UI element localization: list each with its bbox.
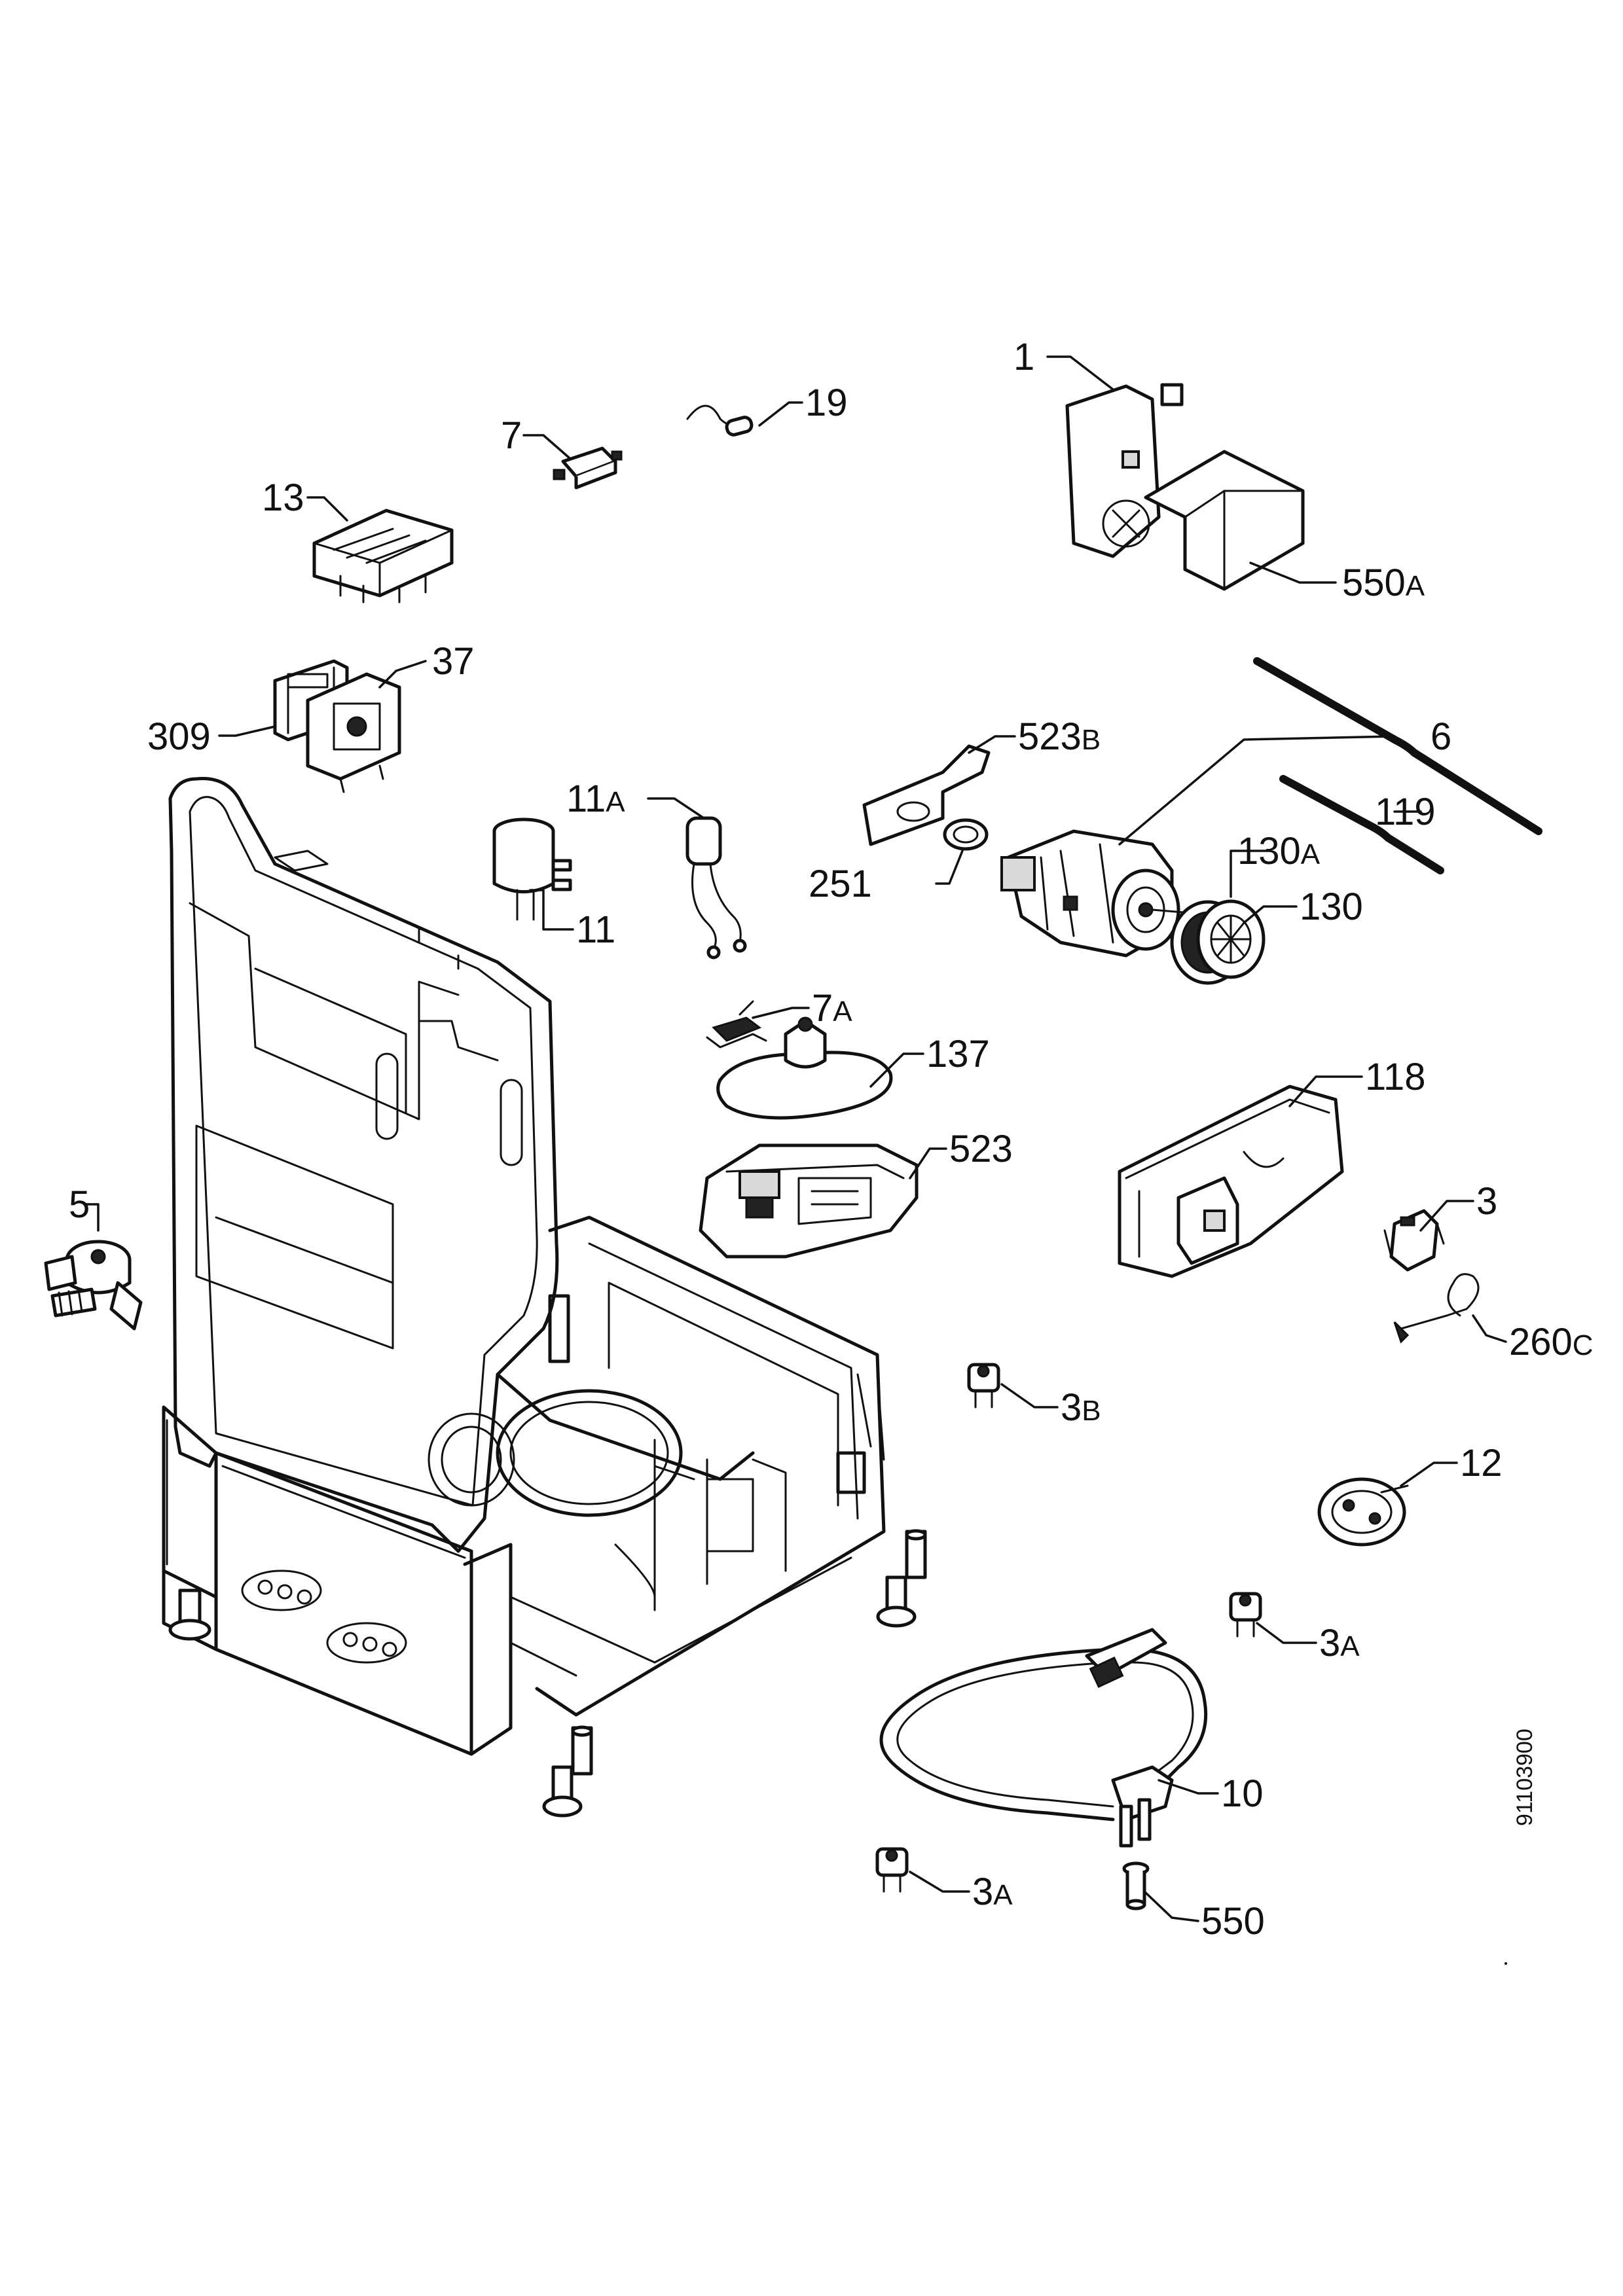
label-part-119: 119	[1375, 791, 1435, 833]
part-251-cap	[943, 818, 989, 851]
part-137-float	[716, 1016, 893, 1120]
part-3a-bushing-right	[1229, 1592, 1262, 1638]
label-part-11a: 11A	[566, 778, 625, 820]
part-labels: 1 19 7 13 550A 37 309 523B 6 11A 119 130…	[69, 336, 1594, 1943]
label-part-523b: 523B	[1018, 715, 1101, 758]
cabinet-frame	[162, 777, 927, 1818]
label-part-137: 137	[926, 1033, 990, 1075]
label-part-13: 13	[262, 476, 304, 519]
label-part-37: 37	[432, 640, 475, 683]
leader-lines	[84, 355, 1507, 1922]
label-part-19: 19	[805, 382, 848, 424]
label-part-3a-right: 3A	[1319, 1622, 1360, 1664]
part-19-sensor	[686, 404, 754, 437]
label-part-12: 12	[1460, 1442, 1503, 1484]
part-523-sump	[699, 1143, 919, 1259]
label-part-550: 550	[1201, 1900, 1265, 1943]
label-part-130a: 130A	[1237, 830, 1321, 872]
part-3-thermostat	[1383, 1209, 1445, 1272]
part-3a-bushing-bottom	[875, 1847, 909, 1893]
part-10-heating-element	[879, 1628, 1208, 1848]
label-part-3: 3	[1476, 1180, 1497, 1223]
cabinet-feet	[168, 1529, 927, 1818]
part-13-connector	[312, 509, 454, 603]
label-part-550a: 550A	[1342, 562, 1425, 604]
label-part-130: 130	[1300, 886, 1363, 928]
part-7-switch	[553, 446, 623, 490]
part-523b-clamp	[862, 744, 991, 846]
label-part-7: 7	[501, 414, 522, 457]
label-part-6: 6	[1431, 715, 1451, 758]
label-part-1: 1	[1013, 336, 1034, 378]
label-part-7a: 7A	[812, 987, 852, 1030]
part-12-sensor	[1317, 1477, 1409, 1547]
part-37-pressure-switch	[306, 672, 401, 793]
part-550-nut	[1122, 1861, 1150, 1910]
part-7a-microswitch	[706, 1000, 767, 1049]
label-part-118: 118	[1365, 1056, 1425, 1098]
part-3b-bushing	[967, 1363, 1000, 1408]
label-part-523: 523	[949, 1128, 1013, 1170]
group-bands	[1253, 657, 1542, 874]
label-part-10: 10	[1221, 1772, 1264, 1815]
part-11a-suppressor	[685, 816, 747, 960]
label-part-260c: 260C	[1509, 1321, 1594, 1363]
part-550a-box	[1144, 450, 1305, 591]
part-130-impeller	[1196, 899, 1266, 979]
label-part-3b: 3B	[1061, 1386, 1101, 1429]
label-part-5: 5	[69, 1183, 90, 1226]
part-6-pump-motor	[1000, 829, 1193, 958]
part-1-timer	[1065, 383, 1184, 558]
label-part-251: 251	[809, 863, 872, 905]
label-part-3a-bottom: 3A	[972, 1871, 1013, 1913]
drawing-reference-number: 91103900	[1512, 1729, 1537, 1826]
part-5-inlet-valve	[44, 1240, 143, 1331]
part-11-capacitor	[492, 817, 572, 921]
part-118-dispenser	[1118, 1085, 1344, 1278]
label-part-11: 11	[576, 908, 615, 951]
corner-mark	[1504, 1962, 1507, 1965]
label-part-309: 309	[147, 715, 211, 758]
part-260c-wire	[1393, 1273, 1480, 1344]
